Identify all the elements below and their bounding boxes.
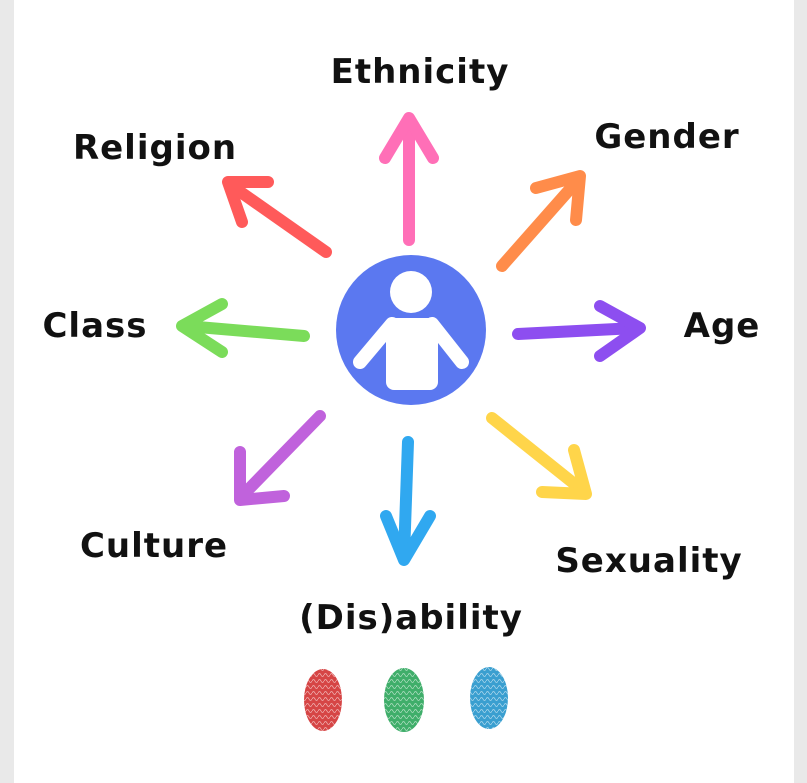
- arrow-ethnicity: [379, 112, 439, 246]
- label-sexuality: Sexuality: [555, 541, 743, 581]
- label-culture: Culture: [79, 526, 229, 566]
- green-fingerprint-icon: [384, 668, 424, 732]
- label-ethnicity: Ethnicity: [330, 52, 510, 92]
- blue-fingerprint-icon: [470, 667, 508, 729]
- arrow-sexuality: [486, 412, 592, 500]
- arrow-age: [512, 300, 646, 362]
- red-fingerprint-icon: [304, 669, 342, 731]
- center-person-icon: [336, 255, 486, 405]
- label-religion: Religion: [72, 128, 238, 168]
- label-gender: Gender: [594, 117, 740, 157]
- arrow-disability: [380, 436, 436, 566]
- label-age: Age: [683, 306, 761, 346]
- label-class: Class: [42, 306, 148, 346]
- arrow-class: [176, 298, 310, 358]
- fingerprints: [304, 667, 508, 732]
- arrow-culture: [234, 410, 326, 506]
- label-disability: (Dis)ability: [299, 598, 523, 638]
- arrow-gender: [496, 170, 586, 272]
- arrow-religion: [222, 176, 332, 258]
